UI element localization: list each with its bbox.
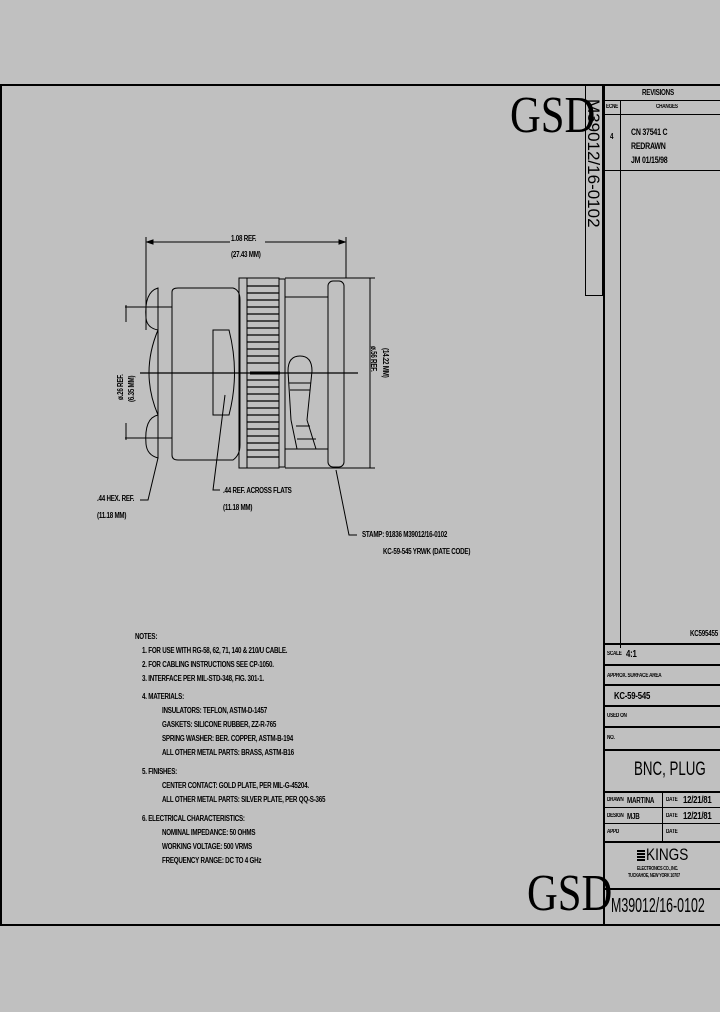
design-date-label: DATE — [666, 813, 678, 819]
drawing-frame — [0, 84, 720, 926]
kings-logo-icon — [637, 850, 645, 862]
drawing-title: BNC, PLUG — [634, 759, 706, 780]
rev-divider — [603, 100, 720, 101]
stamp-line-1: STAMP: 91836 M39012/16-0102 — [362, 530, 448, 539]
drawn-label: DRAWN — [607, 797, 624, 803]
part-number: M39012/16-0102 — [611, 895, 705, 917]
rev-column-divider — [620, 100, 621, 648]
revisions-title: REVISIONS — [642, 88, 674, 97]
length-dimension: 1.08 REF. — [231, 234, 257, 243]
vertical-part-number-box — [585, 84, 603, 296]
tb-divider — [603, 807, 720, 808]
tb-divider — [603, 705, 720, 707]
drawn-date-label: DATE — [666, 797, 678, 803]
hex-dimension-mm: (11.18 MM) — [97, 511, 127, 520]
tb-divider — [603, 888, 720, 890]
revision-number: 4 — [610, 132, 614, 141]
company-name: KINGS — [646, 845, 689, 864]
drawn-date: 12/21/81 — [683, 795, 712, 806]
part-code: KC-59-545 — [614, 691, 651, 702]
tb-divider — [603, 791, 720, 793]
note-3: 3. INTERFACE PER MIL-STD-348, FIG. 301-1… — [142, 674, 264, 683]
note-4-line-3: SPRING WASHER: BER. COPPER, ASTM-B-194 — [162, 734, 293, 743]
note-4: 4. MATERIALS: — [142, 692, 184, 701]
design-label: DESIGN — [607, 813, 624, 819]
note-4-line-1: INSULATORS: TEFLON, ASTM-D-1457 — [162, 706, 267, 715]
large-diameter-dimension-mm: (14.22 MM) — [381, 348, 390, 378]
tb-divider — [603, 664, 720, 666]
small-diameter-dimension: ø.26 REF. — [116, 374, 125, 400]
revision-line-3: JM 01/15/98 — [631, 155, 668, 165]
tb-divider — [603, 726, 720, 728]
rev-col-header: ECNE — [606, 104, 619, 110]
company-line-1: ELECTRONICS CO., INC. — [637, 866, 679, 872]
small-diameter-dimension-mm: (6.35 MM) — [127, 375, 136, 402]
tb-col-divider — [662, 791, 663, 842]
no-label: NO. — [607, 735, 615, 741]
design-date: 12/21/81 — [683, 811, 712, 822]
tb-divider — [603, 643, 720, 645]
note-5-line-1: CENTER CONTACT: GOLD PLATE, PER MIL-G-45… — [162, 781, 309, 790]
note-2: 2. FOR CABLING INSTRUCTIONS SEE CP-1050. — [142, 660, 274, 669]
surface-area-label: APPROX. SURFACE AREA — [607, 673, 662, 679]
note-6-line-2: WORKING VOLTAGE: 500 VRMS — [162, 842, 252, 851]
note-4-line-2: GASKETS: SILICONE RUBBER, ZZ-R-765 — [162, 720, 277, 729]
revision-line-2: REDRAWN — [631, 141, 666, 151]
gsd-logo-top: GSD — [510, 87, 596, 144]
large-diameter-dimension: ø.56 REF. — [369, 346, 378, 372]
gsd-logo-bottom: GSD — [527, 865, 613, 922]
design-by: MJB — [627, 812, 640, 821]
flats-dimension: .44 REF. ACROSS FLATS — [223, 486, 292, 495]
rev-divider — [603, 170, 720, 171]
company-line-2: TUCKAHOE, NEW YORK 10707 — [628, 873, 680, 879]
note-6: 6. ELECTRICAL CHARACTERISTICS: — [142, 814, 245, 823]
tb-divider — [603, 749, 720, 751]
note-5: 5. FINISHES: — [142, 767, 177, 776]
length-dimension-mm: (27.43 MM) — [231, 250, 261, 259]
note-1: 1. FOR USE WITH RG-58, 62, 71, 140 & 210… — [142, 646, 288, 655]
note-6-line-1: NOMINAL IMPEDANCE: 50 OHMS — [162, 828, 256, 837]
hex-dimension: .44 HEX. REF. — [97, 494, 135, 503]
rev-divider — [603, 114, 720, 115]
note-5-line-2: ALL OTHER METAL PARTS: SILVER PLATE, PER… — [162, 795, 326, 804]
note-6-line-3: FREQUENCY RANGE: DC TO 4 GHz — [162, 856, 262, 865]
reference-code: KC595455 — [690, 629, 718, 638]
used-on-label: USED ON — [607, 713, 627, 719]
scale-label: SCALE — [607, 651, 622, 657]
tb-divider — [603, 684, 720, 686]
scale-value: 4:1 — [626, 649, 637, 660]
appd-date-label: DATE — [666, 829, 678, 835]
drawn-by: MARTINA — [627, 796, 655, 805]
flats-dimension-mm: (11.18 MM) — [223, 503, 253, 512]
note-4-line-4: ALL OTHER METAL PARTS: BRASS, ASTM-B16 — [162, 748, 294, 757]
revision-line-1: CN 37541 C — [631, 127, 668, 137]
right-column-border — [603, 84, 605, 926]
tb-divider — [603, 823, 720, 824]
appd-label: APPD — [607, 829, 620, 835]
tb-divider — [603, 841, 720, 843]
notes-title: NOTES: — [135, 632, 158, 641]
changes-col-header: CHANGES — [656, 104, 678, 110]
stamp-line-2: KC-59-545 YRWK (DATE CODE) — [383, 547, 471, 556]
